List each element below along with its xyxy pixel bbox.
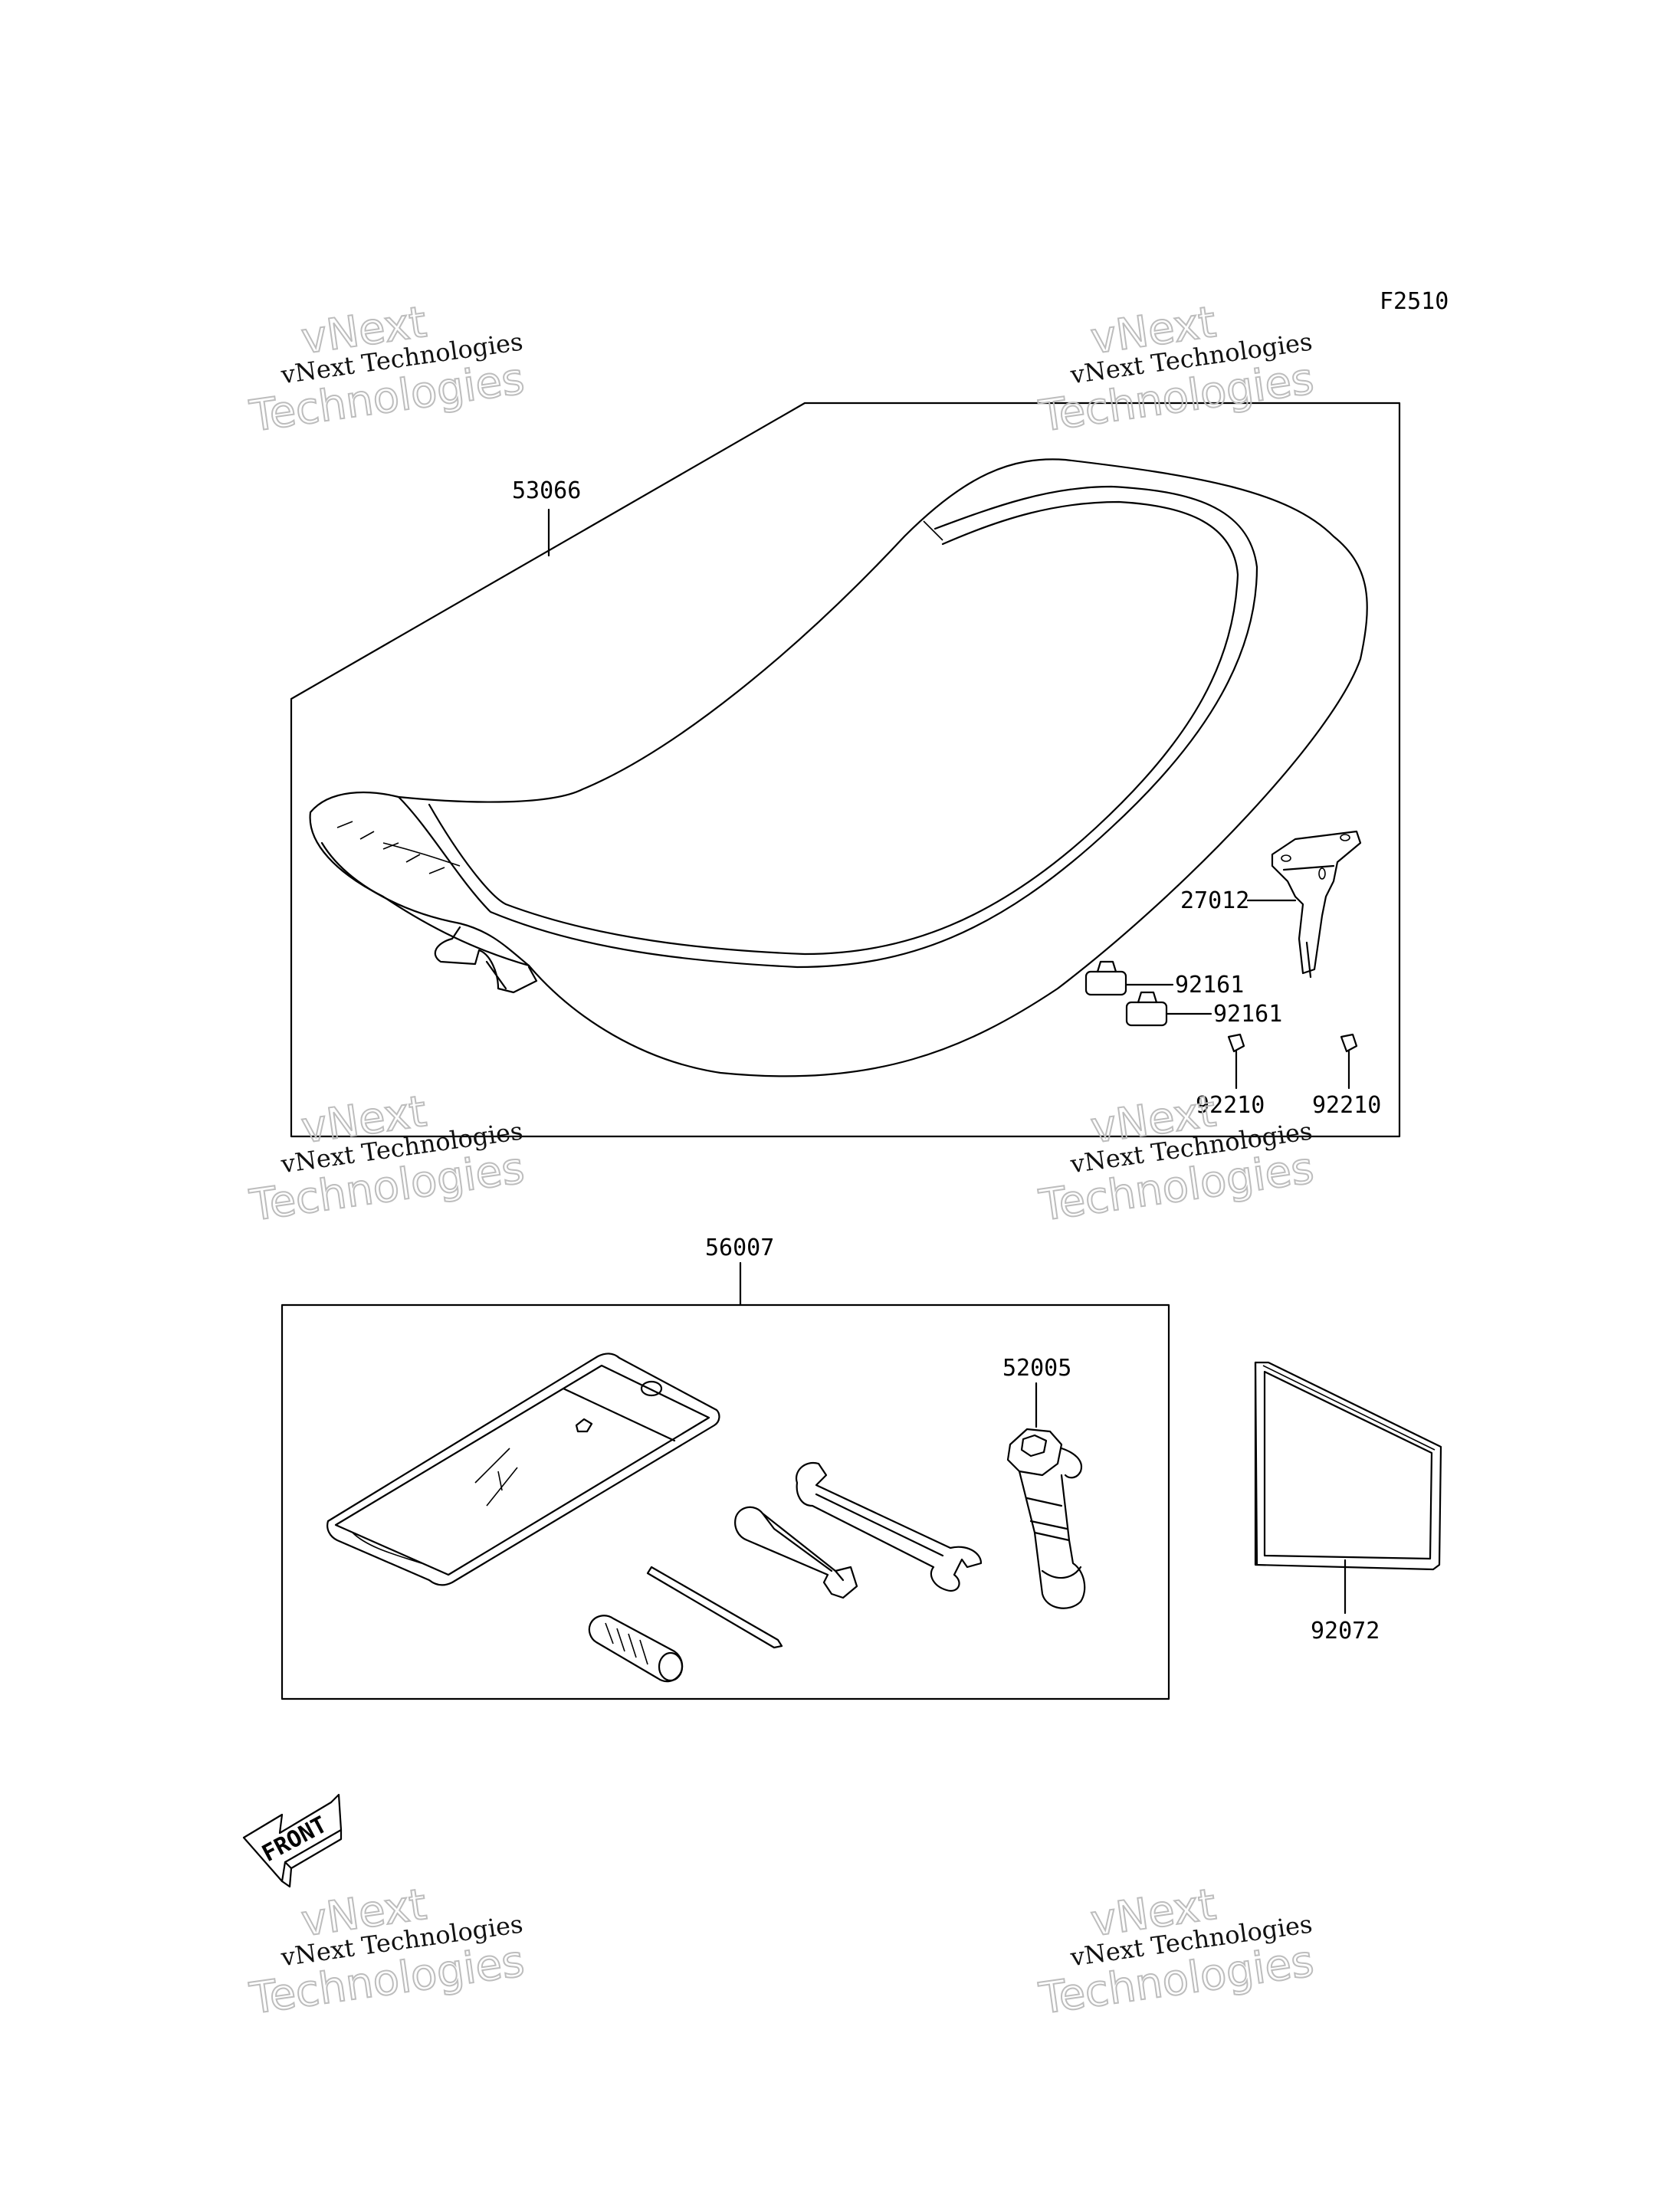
watermark-mid-right: vNext vNext Technologies Technologies <box>1035 1086 1317 1232</box>
cap-92161-a[interactable] <box>1084 960 1127 996</box>
part-92072-label[interactable]: 92072 <box>1311 1618 1380 1644</box>
part-52005-label[interactable]: 52005 <box>1002 1355 1071 1382</box>
part-53066-label[interactable]: 53066 <box>512 477 581 504</box>
toolkit-frame <box>281 1303 1170 1700</box>
plug-socket-tool[interactable] <box>734 1506 858 1599</box>
seat-frame <box>290 402 1401 1138</box>
front-arrow-icon: FRONT <box>242 1793 343 1888</box>
part-56007-label[interactable]: 56007 <box>705 1235 774 1261</box>
part-92210-a-label[interactable]: 92210 <box>1196 1092 1265 1119</box>
part-92210-b-label[interactable]: 92210 <box>1312 1092 1381 1119</box>
front-label: FRONT <box>258 1812 331 1867</box>
clip-92210-b[interactable] <box>1340 1033 1358 1053</box>
tool-pouch[interactable] <box>326 1353 720 1586</box>
cap-92161-b[interactable] <box>1125 991 1168 1027</box>
bracket-27012[interactable] <box>1271 830 1362 979</box>
watermark-mid-left: vNext vNext Technologies Technologies <box>246 1086 528 1232</box>
part-27012-label[interactable]: 27012 <box>1180 887 1249 914</box>
part-92161-a-label[interactable]: 92161 <box>1175 972 1244 998</box>
tool-rod[interactable] <box>646 1566 783 1649</box>
manual-92072[interactable] <box>1254 1361 1442 1571</box>
seat-drawing[interactable] <box>309 458 1368 1077</box>
clip-92210-a[interactable] <box>1227 1033 1245 1053</box>
part-92161-b-label[interactable]: 92161 <box>1213 1001 1282 1028</box>
wrench-tool[interactable] <box>795 1461 983 1592</box>
watermark-bottom-right: vNext vNext Technologies Technologies <box>1035 1879 1317 2025</box>
stud-52005[interactable] <box>1006 1428 1086 1609</box>
watermark-top-right: vNext vNext Technologies Technologies <box>1035 297 1317 443</box>
watermark-top-left: vNext vNext Technologies Technologies <box>246 297 528 443</box>
screwdriver-grip[interactable] <box>588 1615 684 1683</box>
watermark-bottom-left: vNext vNext Technologies Technologies <box>246 1879 528 2025</box>
figure-code: F2510 <box>1380 288 1449 315</box>
